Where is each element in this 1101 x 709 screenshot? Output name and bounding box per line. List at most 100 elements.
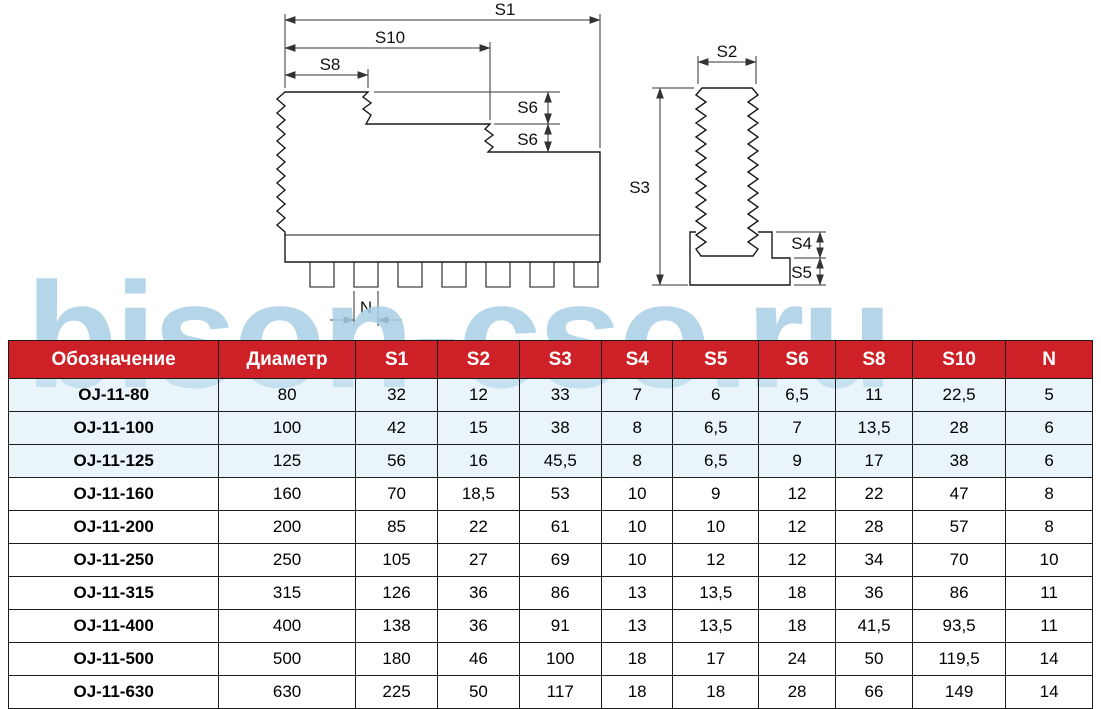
value-cell: 12: [758, 543, 837, 577]
value-cell: 69: [518, 543, 602, 577]
value-cell: 93,5: [911, 609, 1007, 643]
value-cell: 47: [911, 477, 1007, 511]
value-cell: 61: [518, 510, 602, 544]
value-cell: 56: [354, 444, 439, 478]
value-cell: 126: [354, 576, 439, 610]
value-cell: 7: [758, 411, 837, 445]
value-cell: 28: [911, 411, 1007, 445]
column-header: S8: [835, 340, 913, 379]
value-cell: 9: [758, 444, 837, 478]
value-cell: 117: [518, 675, 602, 709]
value-cell: 13: [600, 609, 674, 643]
value-cell: 10: [672, 510, 760, 544]
value-cell: 80: [218, 378, 356, 412]
dim-label-s10: S10: [375, 28, 405, 47]
dim-label-s2: S2: [717, 42, 738, 61]
designation-cell: OJ-11-100: [7, 411, 220, 445]
value-cell: 17: [672, 642, 760, 676]
value-cell: 33: [518, 378, 602, 412]
value-cell: 6: [1005, 444, 1093, 478]
value-cell: 57: [911, 510, 1007, 544]
value-cell: 15: [437, 411, 520, 445]
column-header: N: [1005, 340, 1093, 379]
rack-teeth: [309, 262, 599, 288]
value-cell: 14: [1005, 675, 1093, 709]
value-cell: 10: [600, 543, 674, 577]
value-cell: 46: [437, 642, 520, 676]
column-header: S1: [354, 340, 439, 379]
value-cell: 119,5: [911, 642, 1007, 676]
value-cell: 6: [672, 378, 760, 412]
value-cell: 28: [758, 675, 837, 709]
designation-cell: OJ-11-160: [7, 477, 220, 511]
value-cell: 8: [600, 444, 674, 478]
value-cell: 12: [672, 543, 760, 577]
dim-label-s6-upper: S6: [517, 98, 538, 117]
value-cell: 10: [600, 477, 674, 511]
designation-cell: OJ-11-315: [7, 576, 220, 610]
value-cell: 10: [600, 510, 674, 544]
value-cell: 38: [911, 444, 1007, 478]
designation-cell: OJ-11-250: [7, 543, 220, 577]
column-header: S5: [672, 340, 760, 379]
value-cell: 225: [354, 675, 439, 709]
value-cell: 11: [1005, 609, 1093, 643]
value-cell: 125: [218, 444, 356, 478]
value-cell: 13,5: [672, 576, 760, 610]
value-cell: 6: [1005, 411, 1093, 445]
value-cell: 200: [218, 510, 356, 544]
value-cell: 22,5: [911, 378, 1007, 412]
value-cell: 22: [835, 477, 913, 511]
dim-label-s1: S1: [495, 0, 516, 19]
value-cell: 8: [600, 411, 674, 445]
column-header: S10: [911, 340, 1007, 379]
value-cell: 149: [911, 675, 1007, 709]
value-cell: 400: [218, 609, 356, 643]
value-cell: 105: [354, 543, 439, 577]
column-header: S3: [518, 340, 602, 379]
value-cell: 13,5: [835, 411, 913, 445]
designation-cell: OJ-11-630: [7, 675, 220, 709]
column-header: Обозначение: [7, 340, 220, 379]
value-cell: 85: [354, 510, 439, 544]
value-cell: 70: [354, 477, 439, 511]
value-cell: 53: [518, 477, 602, 511]
designation-cell: OJ-11-125: [7, 444, 220, 478]
value-cell: 12: [758, 510, 837, 544]
value-cell: 6,5: [672, 444, 760, 478]
value-cell: 180: [354, 642, 439, 676]
dim-label-s6-lower: S6: [517, 130, 538, 149]
value-cell: 8: [1005, 477, 1093, 511]
value-cell: 6,5: [672, 411, 760, 445]
value-cell: 16: [437, 444, 520, 478]
value-cell: 18: [672, 675, 760, 709]
value-cell: 5: [1005, 378, 1093, 412]
column-header: S2: [437, 340, 520, 379]
value-cell: 18,5: [437, 477, 520, 511]
value-cell: 38: [518, 411, 602, 445]
value-cell: 6,5: [758, 378, 837, 412]
value-cell: 86: [518, 576, 602, 610]
value-cell: 17: [835, 444, 913, 478]
value-cell: 86: [911, 576, 1007, 610]
value-cell: 160: [218, 477, 356, 511]
value-cell: 500: [218, 642, 356, 676]
technical-drawing-svg: S1 S10 S8 S6 S6 N S2 S3 S4 S5: [275, 0, 826, 326]
value-cell: 13,5: [672, 609, 760, 643]
column-header: S4: [600, 340, 674, 379]
value-cell: 138: [354, 609, 439, 643]
value-cell: 12: [437, 378, 520, 412]
jaw-side-view: S1 S10 S8 S6 S6 N: [275, 0, 601, 326]
value-cell: 9: [672, 477, 760, 511]
